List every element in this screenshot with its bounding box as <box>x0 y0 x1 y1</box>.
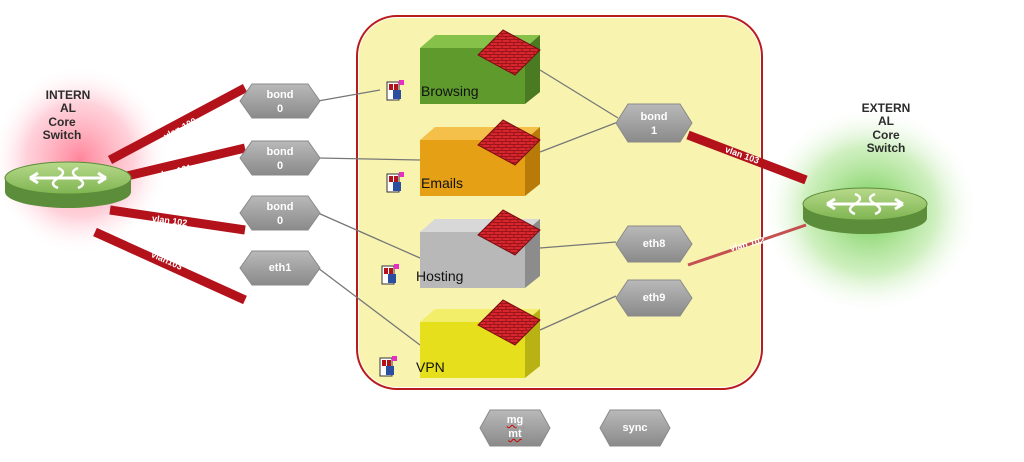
interface-label-line1: eth8 <box>642 238 666 250</box>
vlan-label-102: vlan 102 <box>151 213 188 228</box>
internal-title: INTERN AL <box>38 89 98 115</box>
firewall-brick-icon <box>477 29 541 76</box>
external-title-line2: AL <box>878 114 894 128</box>
internal-switch-icon <box>4 161 132 208</box>
interface-label-mgmt: mg mt <box>485 413 545 441</box>
interface-label-line2: 0 <box>276 160 284 172</box>
internal-subtitle-line1: Core <box>48 115 76 129</box>
link-vpn-eth9 <box>539 295 617 331</box>
external-switch-icon <box>802 187 928 234</box>
external-subtitle-line1: Core <box>872 128 900 142</box>
vs-vpn-box <box>420 309 540 378</box>
firewall-container-border <box>356 15 763 390</box>
interface-label-bond0-a: bond 0 <box>250 88 310 116</box>
interface-label-eth8: eth8 <box>624 237 684 251</box>
vs-emails-label: Emails <box>421 175 464 191</box>
interface-label-line1: eth9 <box>642 292 666 304</box>
interface-label-eth9: eth9 <box>624 291 684 305</box>
interface-label-line2: 0 <box>276 103 284 115</box>
interface-label-bond1: bond 1 <box>624 110 684 138</box>
internal-vlans <box>93 84 248 305</box>
link-eth1-vpn <box>317 267 421 346</box>
external-subtitle-line2: Switch <box>866 141 906 155</box>
firewall-brick-icon <box>477 209 541 256</box>
internal-title-line1: INTERN <box>45 88 91 102</box>
link-bond0-emails <box>317 157 421 161</box>
interface-node-bond0-a <box>239 83 321 119</box>
interface-node-eth1 <box>239 250 321 286</box>
interface-label-line1: bond <box>266 201 294 213</box>
interface-node-eth8 <box>615 225 693 263</box>
interface-node-bond1 <box>615 103 693 143</box>
vsx-icon <box>386 172 404 193</box>
interface-label-line1: sync <box>622 422 648 434</box>
interface-node-bond0-c <box>239 195 321 231</box>
interface-label-line1: bond <box>266 146 294 158</box>
vs-hosting-label: Hosting <box>416 268 464 284</box>
vsx-icon <box>381 264 399 285</box>
vsx-icon <box>379 356 397 377</box>
internal-glow <box>0 65 170 255</box>
internal-subtitle: Core Switch <box>32 116 92 142</box>
interface-label-bond0-b: bond 0 <box>250 145 310 173</box>
vlan-bar-100 <box>107 84 248 164</box>
interface-label-line1: bond <box>640 111 668 123</box>
link-emails-bond1 <box>539 121 619 153</box>
interface-label-line2: 0 <box>276 215 284 227</box>
interface-node-bond0-b <box>239 140 321 176</box>
interface-label-line1: eth1 <box>268 262 292 274</box>
interface-node-mgmt <box>479 409 551 447</box>
internal-subtitle-line2: Switch <box>42 128 82 142</box>
interface-label-line2: 1 <box>650 125 658 137</box>
firewall-brick-icon <box>477 119 541 166</box>
external-subtitle: Core Switch <box>856 129 916 155</box>
firewall-container <box>355 14 764 391</box>
vs-browsing-label: Browsing <box>421 83 479 99</box>
external-title: EXTERN AL <box>856 102 916 128</box>
vlan-bar-102 <box>109 205 246 235</box>
interface-node-eth9 <box>615 279 693 317</box>
interface-label-bond0-c: bond 0 <box>250 200 310 228</box>
firewall-brick-icon <box>477 299 541 346</box>
vlan-bar-101 <box>108 143 247 185</box>
vlan-bar-103-internal <box>93 227 247 305</box>
interface-label-eth1: eth1 <box>250 261 310 275</box>
interface-node-sync <box>599 409 671 447</box>
vs-vpn-label: VPN <box>416 359 445 375</box>
link-bond0-hosting <box>317 212 421 259</box>
interface-label-sync: sync <box>605 421 665 435</box>
vsx-icon <box>386 80 404 101</box>
link-browsing-bond1 <box>539 69 619 119</box>
links <box>317 69 619 346</box>
link-bond0-browsing <box>317 89 381 102</box>
link-hosting-eth8 <box>539 241 617 249</box>
external-title-line1: EXTERN <box>861 101 911 115</box>
interface-nodes <box>239 83 693 447</box>
vlan-bar-103-external <box>686 130 808 185</box>
interface-label-line1: mg <box>506 414 524 426</box>
interface-label-line1: bond <box>266 89 294 101</box>
interface-label-line2: mt <box>508 428 522 440</box>
internal-title-line2: AL <box>60 101 76 115</box>
vlan-bar-102-external <box>687 223 807 267</box>
